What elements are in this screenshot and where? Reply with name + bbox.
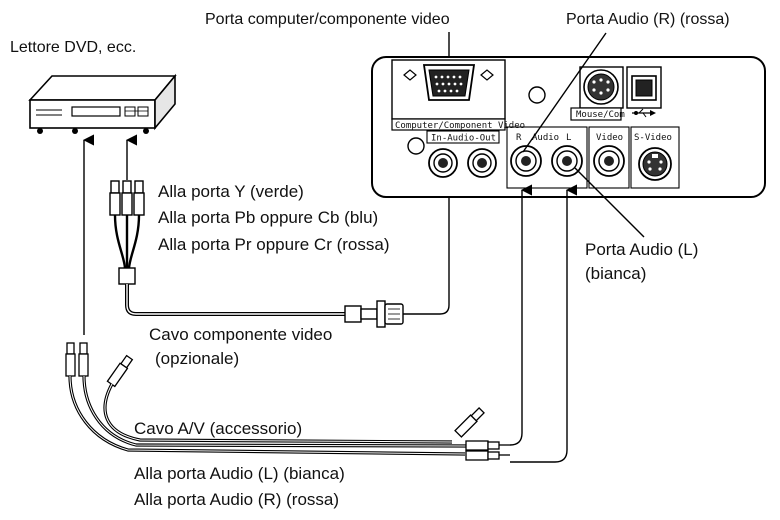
- component-cable-line: [125, 284, 345, 316]
- vga-connector-icon: [344, 300, 404, 328]
- component-plugs-icon: [109, 180, 145, 285]
- panel-computer-component-video: Computer/Component Video: [395, 121, 525, 131]
- label-audio-l-port-line1: Porta Audio (L): [585, 240, 699, 259]
- label-computer-port: Porta computer/componente video: [205, 11, 450, 28]
- projector-panel: Computer/Component Video Mouse/Com: [371, 56, 766, 198]
- av-plugs-top-icon: [65, 342, 134, 388]
- label-audio-r-plug: Alla porta Audio (R) (rossa): [134, 490, 340, 509]
- panel-s-video: S-Video: [634, 133, 672, 143]
- usb-port-icon: [626, 66, 662, 118]
- label-dvd-player: Lettore DVD, ecc.: [10, 39, 137, 56]
- panel-r: R: [516, 133, 522, 143]
- av-to-audio-r-line: [509, 184, 533, 446]
- label-audio-l-plug: Alla porta Audio (L) (bianca): [134, 464, 345, 483]
- av-audio-plugs-bottom-icon: [465, 440, 510, 461]
- leader-audio-r: [522, 32, 607, 153]
- label-component-cable-line2: (opzionale): [155, 349, 240, 368]
- mouse-com-port-icon: Mouse/Com: [570, 66, 625, 121]
- component-to-projector-line: [403, 32, 450, 315]
- label-audio-l-port-line2: (bianca): [585, 264, 647, 283]
- panel-video: Video: [596, 133, 623, 143]
- label-y-port: Alla porta Y (verde): [158, 182, 304, 201]
- av-cable-line: [68, 375, 471, 456]
- av-video-plug-icon: [454, 407, 485, 438]
- s-video-port-icon: [638, 147, 672, 181]
- av-to-audio-l-line: [510, 184, 578, 463]
- label-pb-port: Alla porta Pb oppure Cb (blu): [158, 208, 379, 227]
- leader-audio-l: [574, 167, 645, 238]
- vga-port-icon: [422, 64, 476, 101]
- panel-audio: Audio: [532, 133, 559, 143]
- label-component-cable-line1: Cavo componente video: [149, 325, 333, 344]
- panel-mouse-com: Mouse/Com: [576, 110, 625, 120]
- label-audio-r-port: Porta Audio (R) (rossa): [566, 11, 730, 28]
- label-pr-port: Alla porta Pr oppure Cr (rossa): [158, 235, 390, 254]
- panel-l: L: [566, 133, 571, 143]
- label-av-cable: Cavo A/V (accessorio): [134, 419, 303, 438]
- panel-in-audio-out: In-Audio-Out: [431, 134, 496, 144]
- dvd-player-icon: [28, 73, 177, 134]
